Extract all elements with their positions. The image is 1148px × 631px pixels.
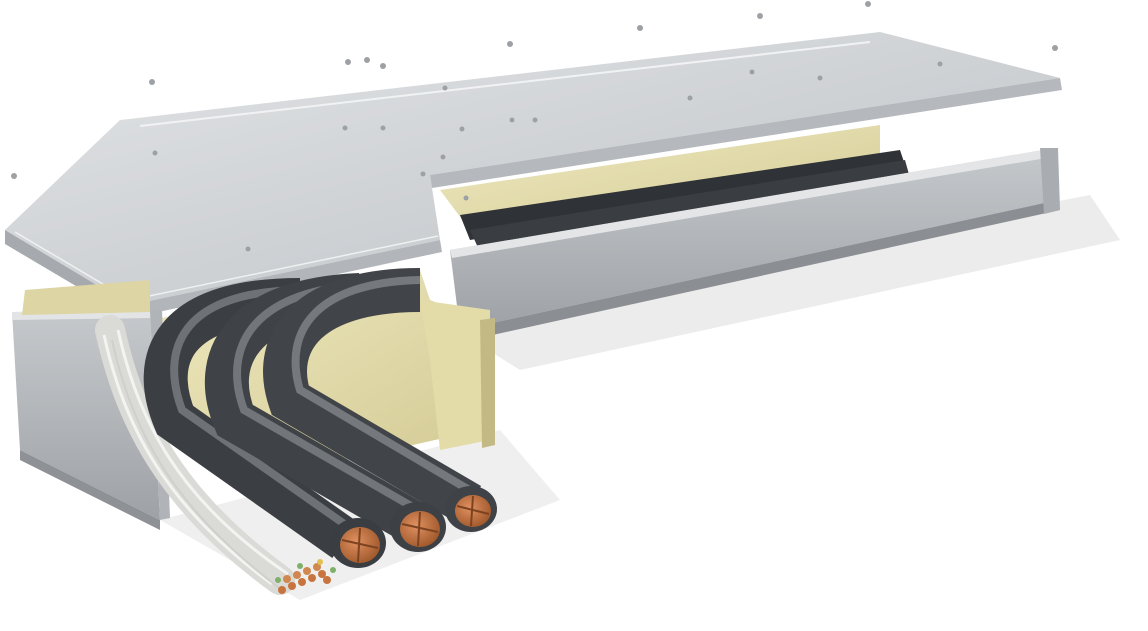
power-cables xyxy=(143,268,482,558)
screw-heads xyxy=(11,1,1058,252)
cable-ends xyxy=(330,486,497,568)
straight-tray-section xyxy=(440,125,1060,340)
small-wire-ends xyxy=(275,559,336,594)
white-wires-bundle xyxy=(95,315,295,595)
